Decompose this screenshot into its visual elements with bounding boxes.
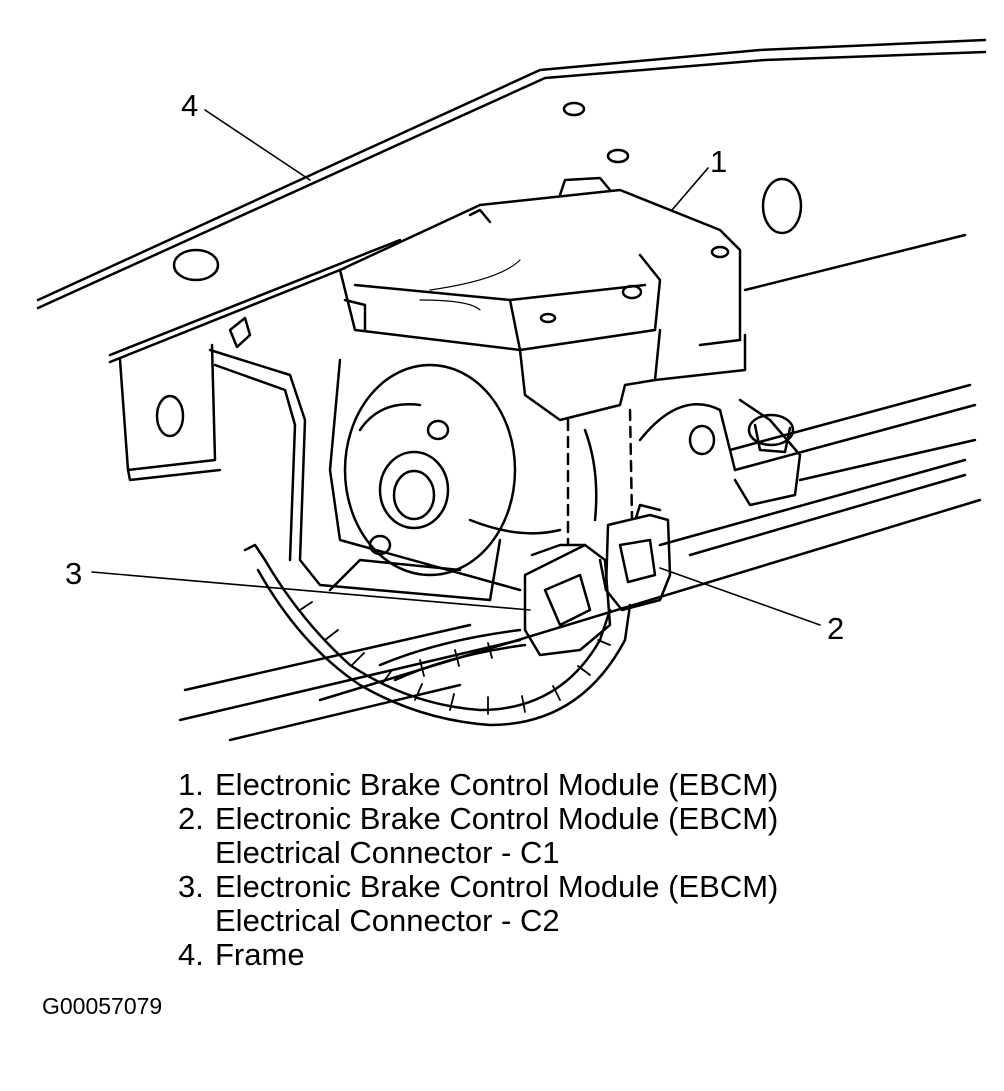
legend-text: Frame bbox=[215, 937, 305, 972]
connector-c1 bbox=[600, 505, 670, 610]
legend-text: Electronic Brake Control Module (EBCM) bbox=[215, 801, 779, 836]
legend-item-2: 2. Electronic Brake Control Module (EBCM… bbox=[178, 802, 778, 836]
leader-line-4 bbox=[205, 110, 310, 180]
figure-id: G00057079 bbox=[42, 993, 163, 1019]
leader-lines bbox=[92, 110, 820, 625]
callout-3: 3 bbox=[65, 556, 83, 591]
callout-4: 4 bbox=[181, 88, 199, 123]
legend-number: 4. bbox=[178, 937, 204, 972]
leader-line-2 bbox=[660, 568, 820, 625]
connector-c2 bbox=[525, 545, 610, 655]
ebcm-illustration bbox=[0, 0, 1004, 760]
legend-text: Electronic Brake Control Module (EBCM) bbox=[215, 767, 779, 802]
legend-item-3: 3. Electronic Brake Control Module (EBCM… bbox=[178, 870, 778, 904]
legend: 1. Electronic Brake Control Module (EBCM… bbox=[178, 768, 778, 972]
leader-line-3 bbox=[92, 572, 530, 610]
legend-number: 1. bbox=[178, 767, 204, 802]
legend-item-4: 4. Frame bbox=[178, 938, 778, 972]
connector-hidden-lines bbox=[568, 410, 632, 545]
legend-item-2-subtext: Electrical Connector - C1 bbox=[215, 835, 560, 870]
leader-line-1 bbox=[672, 168, 708, 210]
wiring-harness bbox=[245, 545, 630, 725]
callout-2: 2 bbox=[827, 611, 845, 646]
ebcm-module bbox=[340, 178, 745, 420]
callout-1: 1 bbox=[710, 144, 728, 179]
legend-item-3-subtext: Electrical Connector - C2 bbox=[215, 903, 560, 938]
legend-item-1: 1. Electronic Brake Control Module (EBCM… bbox=[178, 768, 778, 802]
legend-number: 2. bbox=[178, 801, 204, 836]
mounting-bracket bbox=[210, 318, 800, 600]
legend-text: Electronic Brake Control Module (EBCM) bbox=[215, 869, 779, 904]
pump-motor bbox=[330, 360, 735, 590]
legend-number: 3. bbox=[178, 869, 204, 904]
